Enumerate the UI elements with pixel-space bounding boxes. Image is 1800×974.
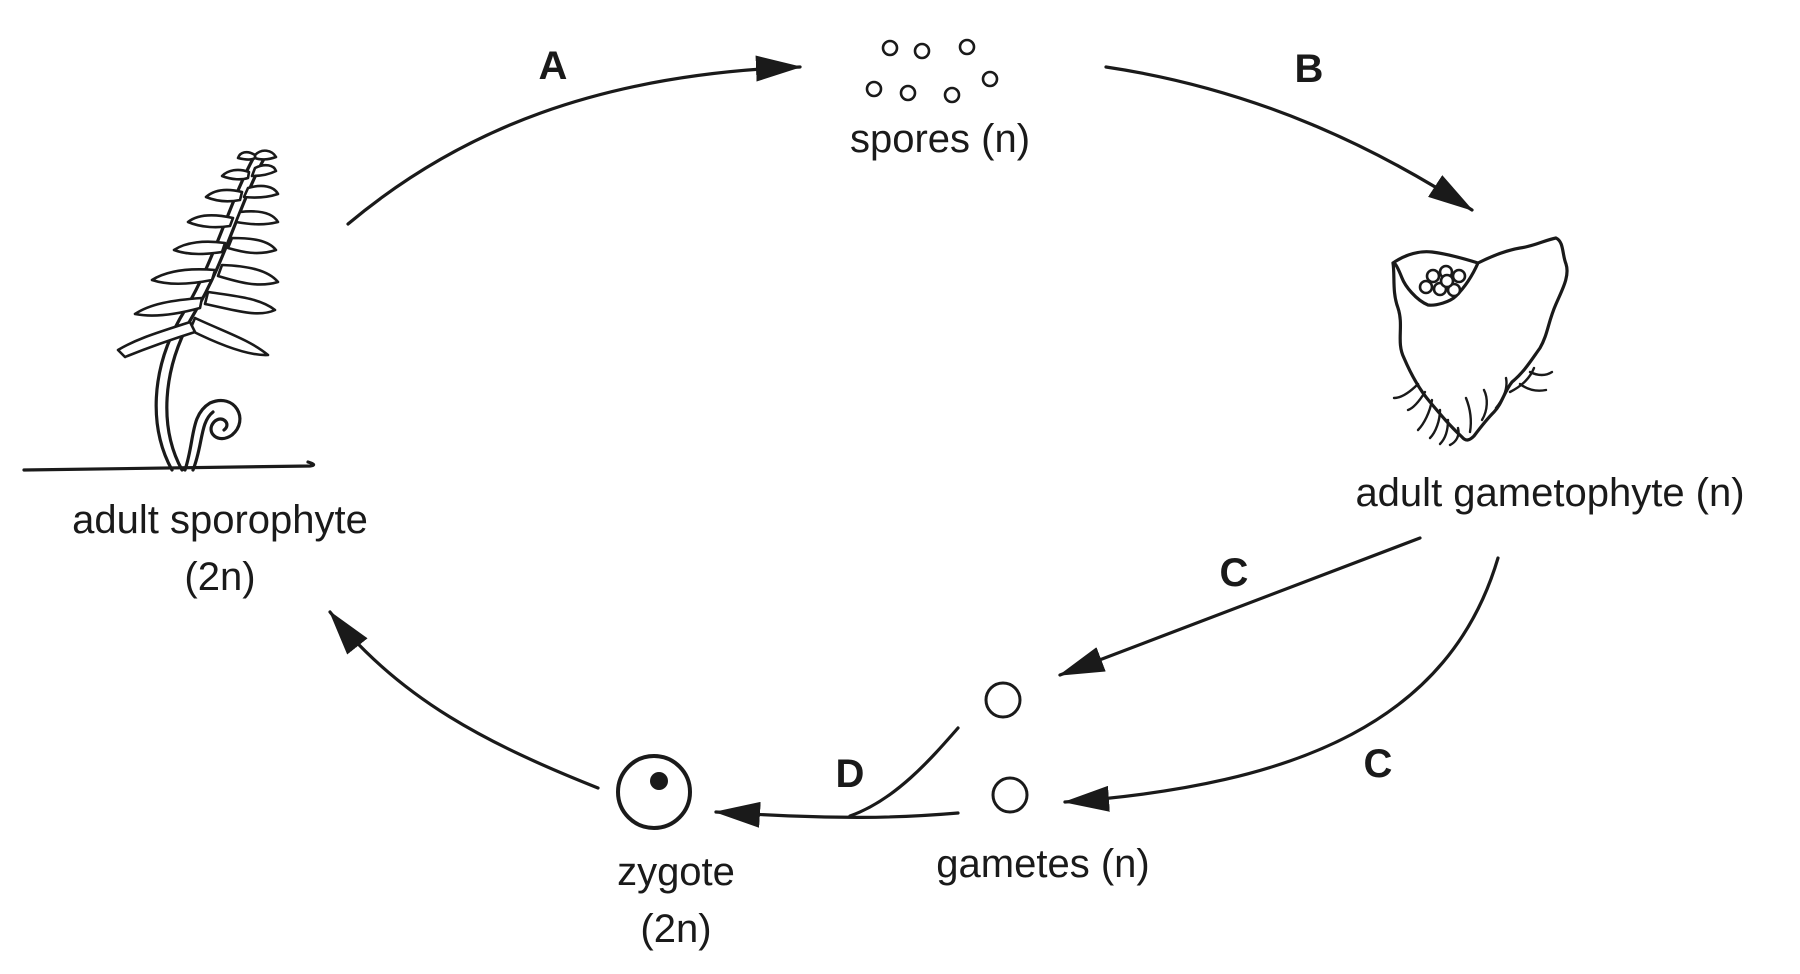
zygote-label: zygote: [617, 850, 735, 894]
ground-line: [22, 460, 316, 472]
step-c-upper-label: C: [1220, 551, 1249, 595]
step-c-lower-label: C: [1364, 742, 1393, 786]
arrow-c-upper: [1058, 536, 1422, 677]
gametophyte-label: adult gametophyte (n): [1355, 471, 1744, 515]
sporophyte-label: adult sporophyte: [72, 498, 368, 542]
arrow-a: [346, 55, 802, 226]
spores-illustration: [865, 38, 999, 104]
step-b-label: B: [1295, 47, 1324, 91]
gametes-label: gametes (n): [936, 842, 1149, 886]
step-d-label: D: [836, 752, 865, 796]
arrow-d: [714, 801, 960, 828]
sporophyte-ploidy-label: (2n): [184, 555, 255, 599]
gametes-illustration: [984, 681, 1029, 814]
spores-label: spores (n): [850, 117, 1030, 161]
step-a-label: A: [539, 44, 568, 88]
arrow-d-merge: [848, 726, 960, 818]
zygote-ploidy-label: (2n): [640, 907, 711, 951]
gametophyte-illustration: [1391, 236, 1569, 447]
arrow-zygote-to-sporophyte: [328, 610, 600, 790]
zygote-illustration: [616, 754, 692, 830]
fern-sporophyte-illustration: [22, 149, 316, 472]
arrow-c-lower: [1063, 556, 1500, 812]
arrow-b: [1104, 65, 1474, 212]
